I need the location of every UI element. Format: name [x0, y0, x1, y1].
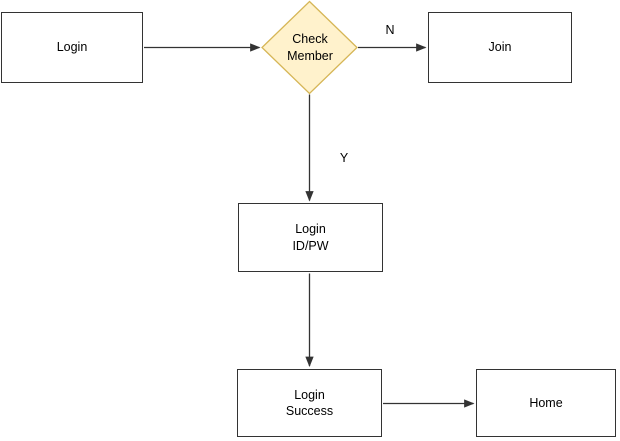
node-login: Login	[1, 12, 143, 83]
node-check-member: Check Member	[287, 32, 333, 63]
node-join: Join	[428, 12, 572, 83]
node-login-idpw: Login ID/PW	[238, 203, 383, 272]
edge-label-yes: Y	[337, 151, 351, 165]
decision-diamond-shape	[261, 0, 358, 95]
node-home: Home	[476, 369, 616, 437]
node-login-success: Login Success	[237, 369, 382, 437]
edge-label-no: N	[383, 23, 397, 37]
